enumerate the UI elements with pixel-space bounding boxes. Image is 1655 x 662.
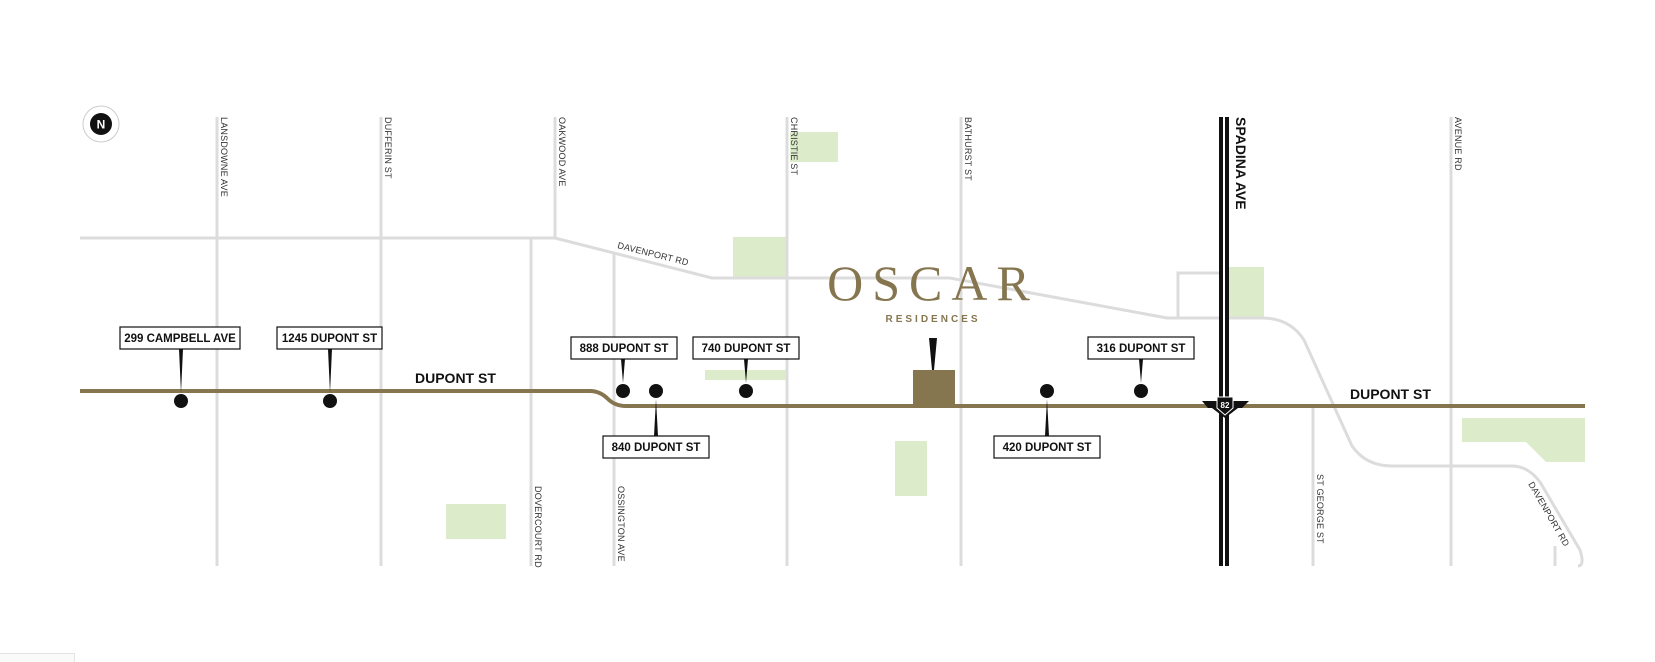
oscar-brand: OSCAR RESIDENCES [827,255,1039,325]
property-pin-icon [616,384,630,398]
oscar-site-pointer [929,338,937,370]
property-callout[interactable]: 316 DUPONT ST [1087,336,1195,398]
brand-name: OSCAR [827,255,1039,311]
property-label: 1245 DUPONT ST [282,333,377,345]
park-spadina [1227,267,1264,318]
property-label: 316 DUPONT ST [1097,343,1186,355]
label-bathurst-st: BATHURST ST [963,117,973,181]
label-ossington-ave: OSSINGTON AVE [616,486,626,562]
road-dupont-st [80,389,1585,408]
brand-subtitle: RESIDENCES [885,314,980,325]
compass-north-icon [90,113,112,135]
street-labels: LANSDOWNE AVE DUFFERIN ST OAKWOOD AVE CH… [219,117,1572,568]
park-avenue-rd [1462,418,1585,462]
property-pin-stem [744,359,748,383]
property-callout[interactable]: 740 DUPONT ST [692,336,800,398]
park-south-dufferin [446,504,506,539]
property-label: 888 DUPONT ST [580,343,669,355]
oscar-site-marker[interactable] [913,370,955,406]
label-dovercourt-rd: DOVERCOURT RD [533,486,543,568]
property-callouts: 299 CAMPBELL AVE 1245 DUPONT ST 888 DUPO… [119,326,1195,459]
label-spadina-ave: SPADINA AVE [1233,117,1249,210]
compass-label: N [97,118,106,132]
label-lansdowne-ave: LANSDOWNE AVE [219,117,229,197]
property-callout[interactable]: 420 DUPONT ST [993,384,1101,459]
property-pin-stem [328,349,332,393]
property-pin-icon [739,384,753,398]
property-label-box [993,435,1101,459]
property-callout[interactable]: 888 DUPONT ST [570,336,678,398]
property-pin-stem [1045,399,1049,436]
property-label: 740 DUPONT ST [702,343,791,355]
parks [446,132,1585,539]
label-st-george-st: ST GEORGE ST [1315,474,1325,544]
minor-streets [80,117,1584,568]
property-pin-stem [654,399,658,436]
property-pin-stem [1139,359,1143,383]
property-label: 420 DUPONT ST [1003,442,1092,454]
label-dupont-st-west: DUPONT ST [415,370,496,386]
label-dufferin-st: DUFFERIN ST [383,117,393,179]
label-dupont-st-east: DUPONT ST [1350,386,1431,402]
property-pin-stem [179,349,183,393]
road-spadina-loop [1176,271,1227,318]
property-label: 840 DUPONT ST [612,442,701,454]
highway-shield-icon: 82 [1202,396,1249,418]
property-callout[interactable]: 840 DUPONT ST [602,384,710,459]
property-pin-icon [649,384,663,398]
label-davenport-rd-right: DAVENPORT RD [1526,480,1571,548]
label-christie-st: CHRISTIE ST [789,117,799,176]
property-callout[interactable]: 299 CAMPBELL AVE [119,326,241,408]
property-label-box [602,435,710,459]
property-pin-icon [1134,384,1148,398]
park-christie-davenport [733,237,787,277]
corner-tab [0,653,75,662]
property-label: 299 CAMPBELL AVE [124,333,236,345]
property-pin-stem [621,359,625,383]
major-street-labels: DUPONT ST DUPONT ST SPADINA AVE [415,117,1431,402]
compass: N [82,105,120,143]
property-pin-icon [174,394,188,408]
label-oakwood-ave: OAKWOOD AVE [557,117,567,187]
property-callout[interactable]: 1245 DUPONT ST [276,326,383,408]
park-christie-north [790,132,838,162]
highway-shield-label: 82 [1221,401,1230,410]
label-avenue-rd: AVENUE RD [1453,117,1463,171]
property-pin-icon [1040,384,1054,398]
property-pin-icon [323,394,337,408]
road-davenport-east [1220,316,1584,568]
park-south-bathurst [895,441,927,496]
